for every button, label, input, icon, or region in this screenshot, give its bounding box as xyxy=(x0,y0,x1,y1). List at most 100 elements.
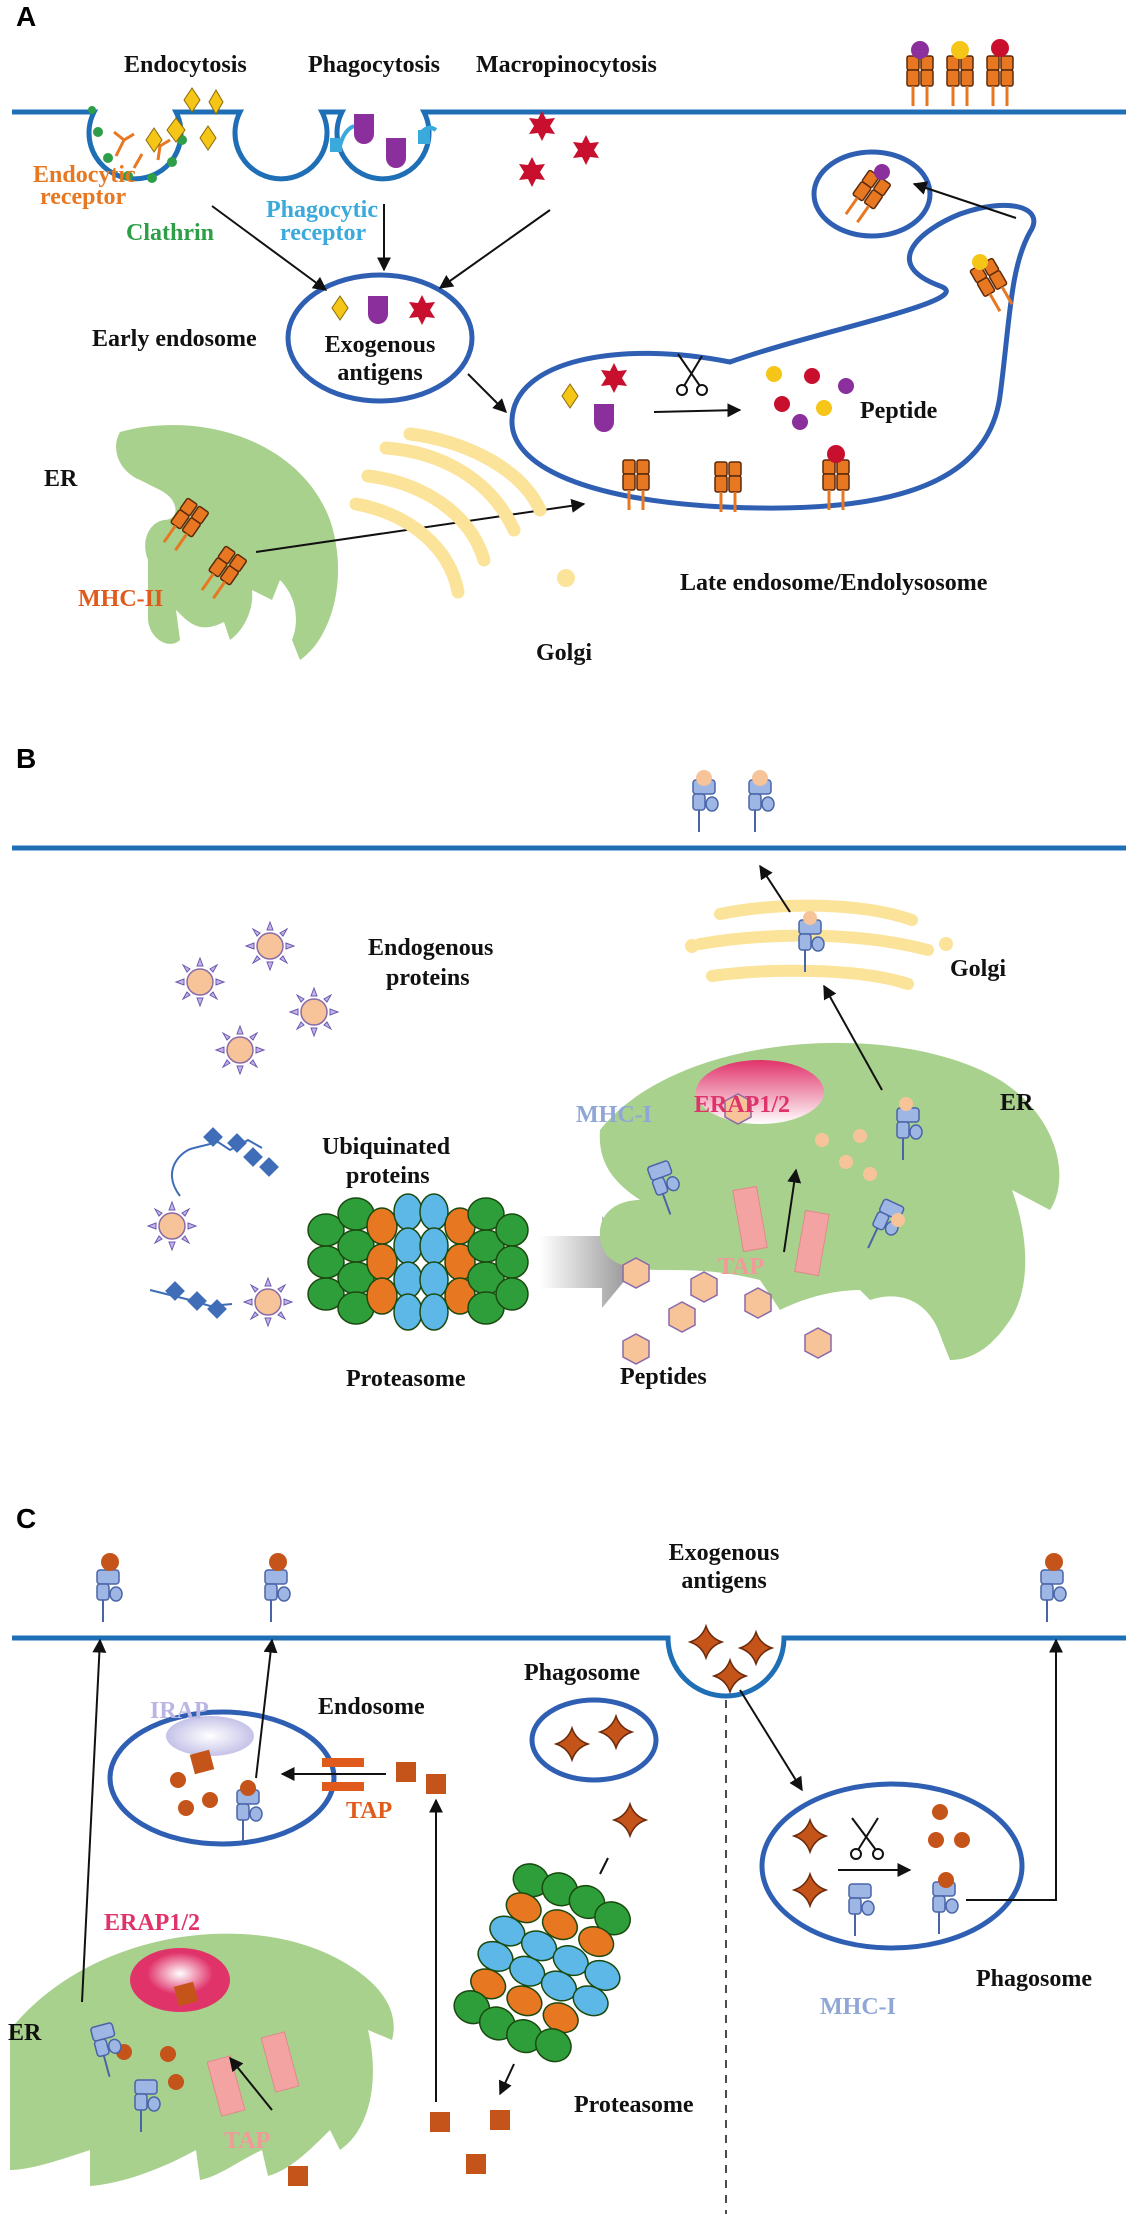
label-endogenous-1: Endogenous xyxy=(368,935,493,961)
panel-a-letter: A xyxy=(16,1,36,32)
label-proteasome-c: Proteasome xyxy=(574,2092,694,2118)
macropinocytosis-antigens xyxy=(519,111,599,187)
scissors-icon-c xyxy=(850,1817,884,1860)
label-endocytic-receptor-1: Endocytic xyxy=(33,162,136,188)
golgi-b-vesicle-2 xyxy=(939,937,953,951)
label-er-b: ER xyxy=(1000,1090,1034,1116)
golgi-b-mhc1 xyxy=(798,919,825,973)
phagocytic-receptors xyxy=(330,124,438,152)
arrow-er-to-surface-c xyxy=(81,1638,107,2003)
surface-mhc1-b-1 xyxy=(692,779,719,833)
endosome-c-peptides xyxy=(170,1772,218,1816)
er-a xyxy=(116,425,339,660)
plasma-membrane-a xyxy=(12,109,790,182)
label-clathrin: Clathrin xyxy=(126,220,214,246)
phagosome-top xyxy=(529,1697,659,1783)
panel-b-letter: B xyxy=(16,743,36,774)
label-phagocytosis: Phagocytosis xyxy=(308,52,440,78)
er-c-peptide-square xyxy=(173,1981,199,2007)
ubiquitinated-protein-1 xyxy=(147,1201,197,1251)
label-macropinocytosis: Macropinocytosis xyxy=(476,52,657,78)
surface-mhc1-c xyxy=(96,1553,1067,1623)
label-phagosome-top: Phagosome xyxy=(524,1660,640,1686)
label-endogenous-2: proteins xyxy=(386,965,470,991)
tubule-peptide xyxy=(972,254,988,270)
label-irap: IRAP xyxy=(150,1698,209,1724)
endosome-peptide-square xyxy=(189,1749,215,1775)
label-phagocytic-receptor-2: receptor xyxy=(280,220,367,246)
arrow-phag-to-surface xyxy=(966,1638,1063,1901)
irap xyxy=(166,1716,254,1756)
label-golgi-b: Golgi xyxy=(950,956,1006,982)
er-b-loaded-peptide-1 xyxy=(891,1213,905,1227)
endocytosis-antigens xyxy=(145,87,224,153)
cyto-peptide-1 xyxy=(396,1762,416,1782)
vesicle-peptide xyxy=(874,164,890,180)
golgi-b-peptide xyxy=(803,911,817,925)
ubiquitin-chain-2 xyxy=(149,1281,233,1319)
label-tap-endosome: TAP xyxy=(346,1798,392,1824)
cyto-peptides-c xyxy=(288,2110,510,2186)
golgi-b xyxy=(694,899,934,990)
er-c-peptides xyxy=(116,2044,184,2090)
golgi-b-vesicle-1 xyxy=(685,939,699,953)
label-mhc2: MHC-II xyxy=(78,586,163,612)
surface-mhc2-group xyxy=(905,39,1015,108)
endosome-c xyxy=(107,1709,337,1847)
label-mhc1-c: MHC-I xyxy=(820,1994,896,2020)
exogenous-antigens-c xyxy=(689,1625,773,1693)
cyto-antigen xyxy=(613,1803,647,1837)
arrow-er-to-golgi-b xyxy=(823,984,883,1091)
label-mhc1-b: MHC-I xyxy=(576,1102,652,1128)
tap-endosome xyxy=(322,1758,364,1791)
er-b-loaded-peptide-2 xyxy=(899,1097,913,1111)
golgi-a xyxy=(349,427,547,599)
plasma-membrane-c xyxy=(12,1635,1126,1699)
er-b xyxy=(599,1042,1060,1360)
label-endocytosis: Endocytosis xyxy=(124,52,247,78)
cyto-peptide-2 xyxy=(426,1774,446,1794)
ubiquitin-chain-1 xyxy=(171,1127,279,1197)
endogenous-proteins xyxy=(175,921,339,1075)
label-erap-b: ERAP1/2 xyxy=(694,1092,790,1118)
arrow-proteasome-out xyxy=(498,2063,515,2096)
clathrin-coat xyxy=(88,106,187,183)
surface-peptide-b-2 xyxy=(752,770,768,786)
le-peptides xyxy=(766,366,854,430)
arrow-to-phagosome-right xyxy=(739,1689,803,1792)
le-loaded-peptide xyxy=(827,445,845,463)
er-c xyxy=(10,1933,394,2186)
late-endosome xyxy=(509,202,1037,511)
proteasome-c xyxy=(453,1863,631,2063)
label-endocytic-receptor-2: receptor xyxy=(40,184,127,210)
proteasome-entry-line xyxy=(599,1857,609,1875)
label-late-endosome: Late endosome/Endolysosome xyxy=(680,570,988,596)
arrow-tap-er-c xyxy=(229,2056,273,2111)
surface-peptide-b-1 xyxy=(696,770,712,786)
label-peptides-b: Peptides xyxy=(620,1364,707,1390)
scissors-icon xyxy=(676,353,708,396)
ee-purple xyxy=(368,296,388,324)
label-early-endosome: Early endosome xyxy=(92,326,257,352)
phag-right-loaded xyxy=(938,1872,954,1888)
label-tap-b: TAP xyxy=(718,1254,764,1280)
arrow-golgi-to-surface-b xyxy=(759,864,791,913)
le-diamond xyxy=(561,383,579,409)
label-er-a: ER xyxy=(44,466,78,492)
label-er-c: ER xyxy=(8,2020,42,2046)
label-tap-er-c: TAP xyxy=(224,2128,270,2154)
label-ubiquinated-2: proteins xyxy=(346,1163,430,1189)
ee-diamond xyxy=(331,295,349,321)
proteasome-b xyxy=(307,1193,529,1331)
label-exogenous-c-1: Exogenous xyxy=(669,1540,780,1566)
tap-b xyxy=(732,1185,830,1277)
arrows-to-early-endosome xyxy=(211,204,551,413)
phagocytosis-antigens xyxy=(354,114,406,168)
label-erap-c: ERAP1/2 xyxy=(104,1910,200,1936)
tap-er-c xyxy=(206,2031,300,2117)
erap-c xyxy=(130,1948,230,2012)
label-golgi-a: Golgi xyxy=(536,640,592,666)
label-peptide: Peptide xyxy=(860,398,938,424)
arrow-tap-b xyxy=(783,1168,802,1253)
